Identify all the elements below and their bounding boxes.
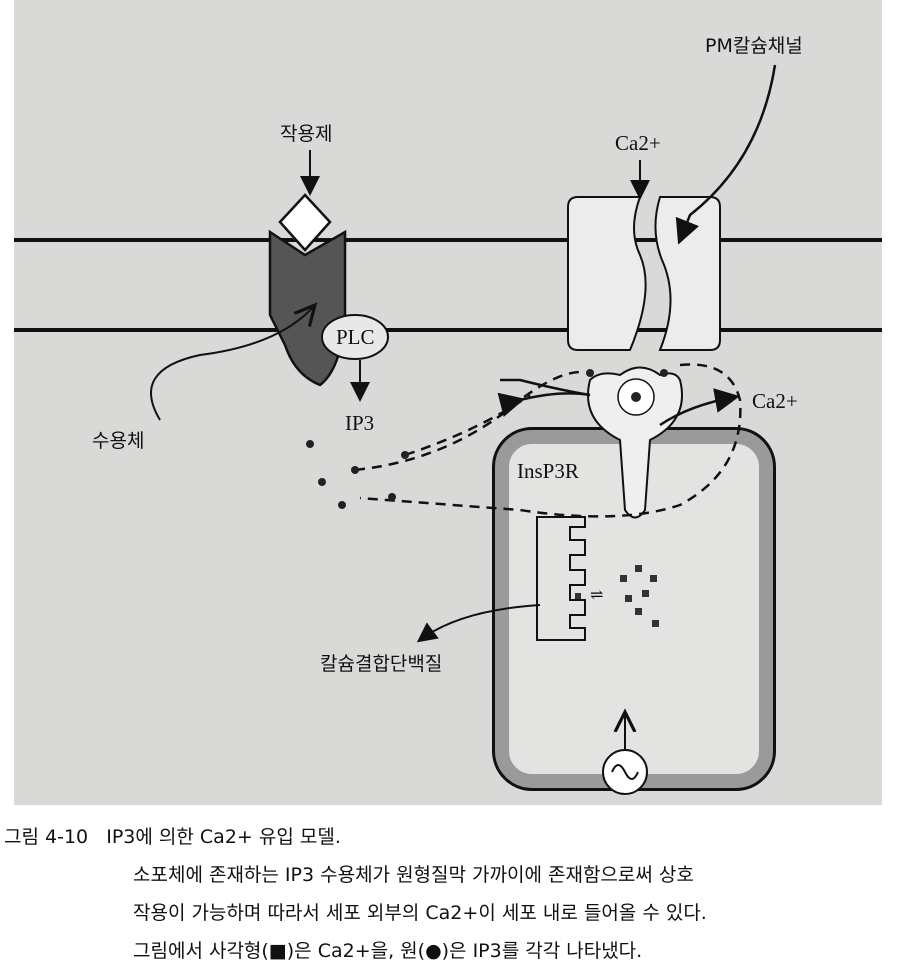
ca-right-label: Ca2+ xyxy=(752,389,798,413)
caption-number: 그림 4-10 xyxy=(4,826,89,848)
ip3-label: IP3 xyxy=(345,411,374,435)
receptor-label: 수용체 xyxy=(92,430,144,452)
binding-protein-pointer xyxy=(416,604,541,643)
plc-label: PLC xyxy=(336,325,375,349)
caption-line-1: 소포체에 존재하는 IP3 수용체가 원형질막 가까이에 존재함으로써 상호 xyxy=(133,864,694,886)
caption-line-2: 작용이 가능하며 따라서 세포 외부의 Ca2+이 세포 내로 들어올 수 있다… xyxy=(133,902,707,924)
insp3r-label: InsP3R xyxy=(517,459,579,483)
pump-wave xyxy=(611,764,639,780)
ip3-molecules xyxy=(306,440,409,509)
caption-line-3: 그림에서 사각형(■)은 Ca2+을, 원(●)은 IP3를 각각 나타냈다. xyxy=(133,940,643,962)
pm-channel-label: PM칼슘채널 xyxy=(705,35,803,57)
ip3-diffusion-loop xyxy=(359,363,742,518)
caption-title: IP3에 의한 Ca2+ 유입 모델. xyxy=(106,826,341,848)
calcium-binding-protein xyxy=(536,516,586,641)
ca-release-arrow-left xyxy=(497,392,591,417)
ca-release-arrow-right xyxy=(659,388,740,427)
pm-calcium-channel xyxy=(567,196,721,351)
insp3-receptor xyxy=(586,366,683,519)
binding-protein-label: 칼슘결합단백질 xyxy=(320,653,442,675)
agonist-diamond xyxy=(278,193,332,252)
ip3-calcium-influx-diagram: 작용제 수용체 PLC IP3 Ca2+ PM칼슘채널 InsP3R Ca2+ … xyxy=(14,0,882,805)
agonist-label: 작용제 xyxy=(280,123,332,145)
ip3-diffusion-path-2 xyxy=(404,393,531,457)
caption-title-line: 그림 4-10 IP3에 의한 Ca2+ 유입 모델. xyxy=(4,822,341,849)
plc-enzyme xyxy=(321,314,389,360)
receptor-pointer xyxy=(150,305,315,421)
ca-top-label: Ca2+ xyxy=(615,131,661,155)
equilibrium-arrows: ⇌ xyxy=(590,585,603,604)
plasma-membrane xyxy=(14,238,882,332)
calcium-ions xyxy=(575,565,659,627)
pm-channel-pointer xyxy=(675,64,777,245)
